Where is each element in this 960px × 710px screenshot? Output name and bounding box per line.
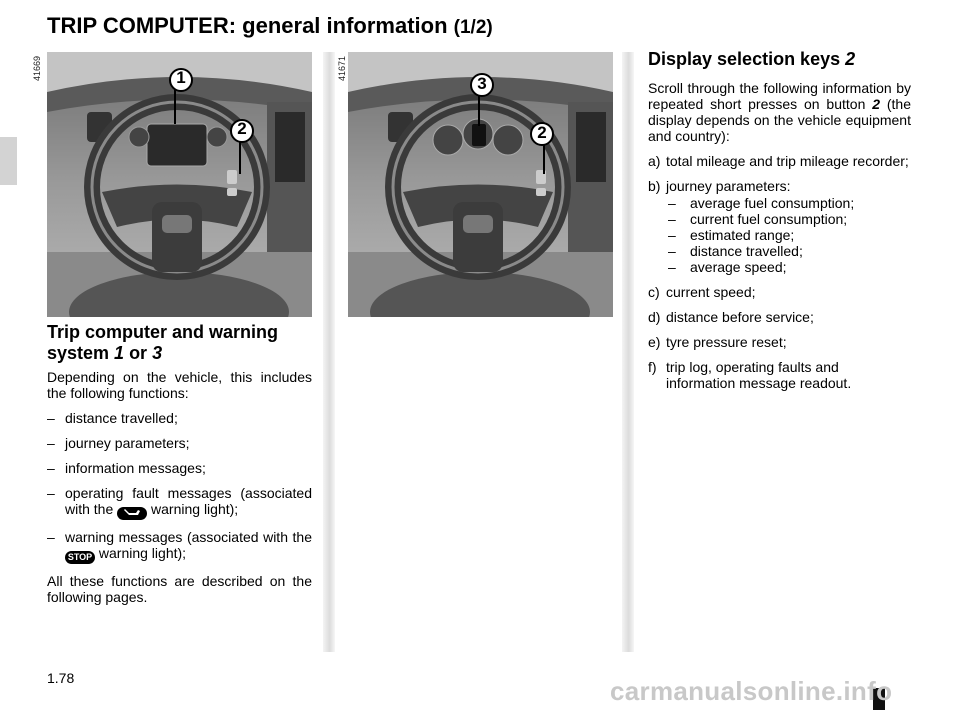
- sub-item: –distance travelled;: [666, 243, 911, 259]
- item-label: f): [648, 359, 657, 375]
- item-text: distance before service;: [666, 309, 814, 325]
- watermark: carmanualsonline.info: [610, 676, 893, 706]
- item-label: d): [648, 309, 661, 325]
- heading-text: Display selection keys: [648, 49, 846, 69]
- right-column: Display selection keys 2 Scroll through …: [648, 49, 911, 400]
- sublist: –average fuel consumption; –current fuel…: [666, 195, 911, 275]
- item-text: journey parameters:: [666, 178, 791, 194]
- sub-text: average speed;: [690, 259, 787, 275]
- list-item-d: d) distance before service;: [648, 309, 911, 325]
- corner-marker: [873, 688, 885, 710]
- column-divider-right: [622, 52, 634, 652]
- callout-2-left: 2: [237, 119, 247, 138]
- dash: –: [47, 529, 55, 545]
- column-divider-left: [323, 52, 335, 652]
- dash: –: [668, 227, 676, 243]
- item5-pre: warning messages (associated with the: [65, 529, 312, 545]
- dash: –: [668, 195, 676, 211]
- dash: –: [668, 259, 676, 275]
- dash: –: [668, 211, 676, 227]
- wrench-warning-icon: [117, 507, 148, 520]
- footer-paragraph: All these functions are described on the…: [47, 573, 312, 605]
- list-item: –information messages;: [47, 460, 312, 476]
- list-item: –distance travelled;: [47, 410, 312, 426]
- item-label: a): [648, 153, 661, 169]
- ref-2-inline: 2: [872, 96, 881, 112]
- section-tab: [0, 137, 17, 185]
- sub-item: –average speed;: [666, 259, 911, 275]
- ref-1: 1: [114, 343, 125, 363]
- list-item: –journey parameters;: [47, 435, 312, 451]
- list-item: – operating fault messages (associated w…: [47, 485, 312, 520]
- sub-item: –current fuel consumption;: [666, 211, 911, 227]
- left-body: Depending on the vehicle, this includes …: [47, 369, 312, 614]
- sub-text: estimated range;: [690, 227, 795, 243]
- list-item-e: e) tyre pressure reset;: [648, 334, 911, 350]
- title-main: TRIP COMPUTER: general information: [47, 13, 448, 38]
- dash: –: [47, 485, 55, 501]
- list-item-a: a) total mileage and trip mileage recorde…: [648, 153, 911, 169]
- photo-code-right: 41671: [337, 56, 347, 82]
- dash: –: [47, 435, 55, 451]
- item-label: e): [648, 334, 661, 350]
- sub-text: distance travelled;: [690, 243, 803, 259]
- intro-post: (the display depends on the vehicle equi…: [648, 96, 912, 144]
- heading-mid: or: [124, 343, 153, 363]
- photo-code-left: 41669: [32, 56, 42, 82]
- sub-item: –estimated range;: [666, 227, 911, 243]
- item-text: current speed;: [666, 284, 756, 300]
- dash: –: [668, 243, 676, 259]
- item5-post: warning light);: [95, 545, 187, 561]
- item-text: total mileage and trip mileage recorder;: [666, 153, 909, 169]
- callout-3: 3: [477, 74, 487, 93]
- item4-pre: operating fault messages (associated wit…: [65, 485, 312, 517]
- callout-1: 1: [176, 68, 186, 87]
- sub-item: –average fuel consumption;: [666, 195, 911, 211]
- sub-text: average fuel consumption;: [690, 195, 855, 211]
- page-number: 1.78: [47, 670, 75, 686]
- ref-2: 2: [845, 49, 856, 69]
- dashboard-photo-right: [348, 52, 613, 317]
- item-label: b): [648, 178, 661, 194]
- page-title: TRIP COMPUTER: general information (1/2): [47, 13, 493, 39]
- heading-text: Trip computer and warning system: [47, 322, 279, 363]
- intro-paragraph: Depending on the vehicle, this includes …: [47, 369, 312, 401]
- item-label: c): [648, 284, 660, 300]
- dash: –: [47, 460, 55, 476]
- item-text: tyre pressure reset;: [666, 334, 787, 350]
- sub-text: current fuel consumption;: [690, 211, 848, 227]
- section-heading-display-keys: Display selection keys 2: [648, 49, 911, 70]
- item-text: trip log, operating faults and informati…: [666, 359, 852, 391]
- list-item-b: b) journey parameters: –average fuel con…: [648, 178, 911, 275]
- intro-pre: Scroll through the following information…: [648, 80, 911, 112]
- ref-3: 3: [152, 343, 163, 363]
- item-text: distance travelled;: [65, 410, 178, 426]
- dashboard-photo-left: [47, 52, 312, 317]
- item-text: warning messages (associated with the ST…: [65, 529, 312, 564]
- list-item: – warning messages (associated with the …: [47, 529, 312, 564]
- intro-paragraph: Scroll through the following information…: [648, 80, 911, 144]
- section-heading-trip-computer: Trip computer and warning system 1 or 3: [47, 322, 317, 364]
- stop-warning-icon: STOP: [65, 551, 95, 564]
- item-body: journey parameters: –average fuel consum…: [666, 178, 911, 275]
- item4-post: warning light);: [147, 501, 239, 517]
- dash: –: [47, 410, 55, 426]
- title-part: (1/2): [453, 17, 493, 38]
- item-text: journey parameters;: [65, 435, 190, 451]
- item-text: operating fault messages (associated wit…: [65, 485, 312, 520]
- item-text: information messages;: [65, 460, 206, 476]
- callout-2-right: 2: [537, 123, 547, 142]
- list-item-f: f) trip log, operating faults and informa…: [648, 359, 911, 391]
- list-item-c: c) current speed;: [648, 284, 911, 300]
